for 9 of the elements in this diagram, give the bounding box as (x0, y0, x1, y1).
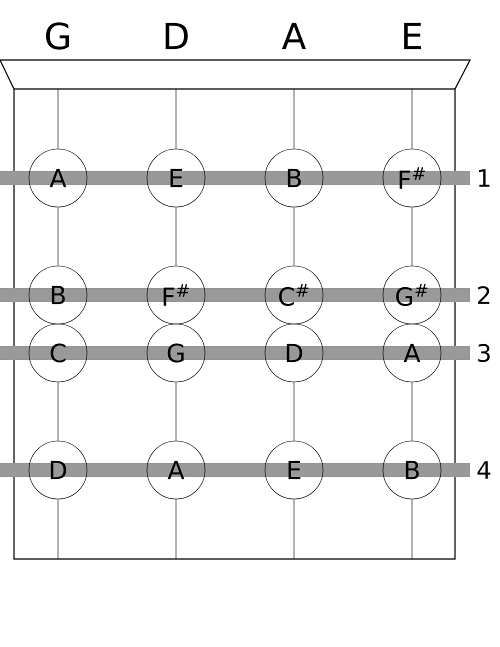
finger-number: 2 (478, 286, 490, 304)
finger-number: 4 (478, 461, 490, 479)
string-name: G (46, 22, 69, 50)
nut (0, 59, 471, 90)
string-name: E (404, 22, 422, 50)
string-name: A (282, 22, 306, 50)
finger-number: 3 (478, 344, 490, 362)
finger-number: 1 (479, 169, 490, 187)
string-name: D (166, 22, 188, 50)
